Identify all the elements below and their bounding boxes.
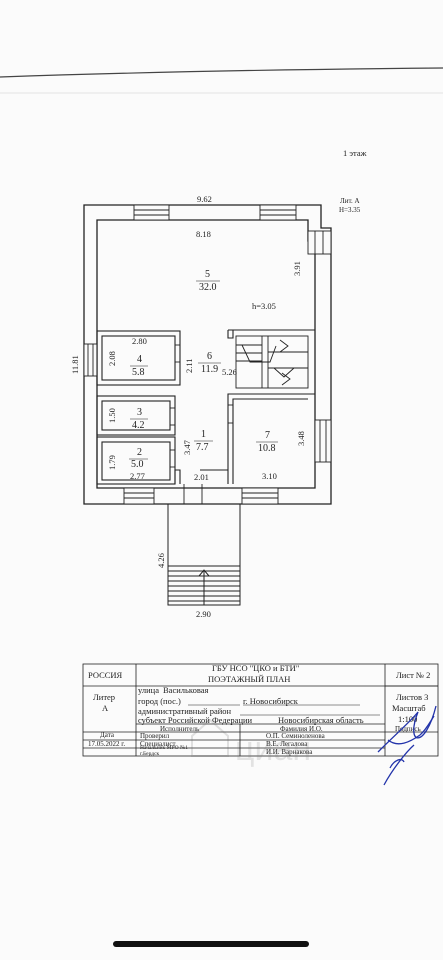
dimensions: 9.62 8.18 3.91 11.81 h=3.05 2.80 2.08 2.… bbox=[70, 194, 361, 619]
dim-top-outer: 9.62 bbox=[197, 194, 212, 204]
stamp-street-value: Васильковая bbox=[163, 685, 209, 695]
stamp-doc-type: ПОЭТАЖНЫЙ ПЛАН bbox=[208, 674, 290, 684]
stamp-role-head-1: Начальник МРО №1 bbox=[140, 745, 188, 751]
interior-walls bbox=[96, 329, 315, 485]
dim-room7-width: 3.10 bbox=[262, 471, 277, 481]
dim-right-upper: 3.91 bbox=[292, 261, 302, 276]
stamp-sheet: Лист № 2 bbox=[396, 670, 430, 680]
stamp-col-date: Дата bbox=[100, 731, 115, 739]
dim-room3-height: 1.50 bbox=[107, 408, 117, 423]
dim-corridor-length: 5.26 bbox=[222, 367, 237, 377]
stamp-col-name: Фамилия И.О. bbox=[280, 725, 323, 733]
stamp-head-name: И.И. Варнакова bbox=[266, 748, 313, 756]
dim-porch-width: 2.90 bbox=[196, 609, 211, 619]
dim-room2-width: 2.77 bbox=[130, 471, 145, 481]
room-5-number: 5 bbox=[205, 269, 210, 280]
room-4-number: 4 bbox=[137, 354, 142, 365]
room-7-number: 7 bbox=[265, 430, 270, 441]
room-5-area: 32.0 bbox=[199, 282, 217, 293]
stamp-role-checked: Проверил bbox=[140, 732, 170, 740]
stamp-sheets: Листов 3 bbox=[396, 692, 428, 702]
title-block-grid bbox=[82, 663, 439, 757]
watermark-logo-icon bbox=[191, 718, 229, 757]
dim-left-outer: 11.81 bbox=[70, 355, 80, 374]
dim-corridor-ceiling: h=3.05 bbox=[252, 301, 276, 311]
room-2-number: 2 bbox=[137, 447, 142, 458]
room-6-number: 6 bbox=[207, 351, 212, 362]
stamp-scale-label: Масштаб bbox=[392, 703, 426, 713]
stamp-col-sign: Подпись bbox=[395, 725, 421, 733]
dim-corridor-width: 2.11 bbox=[184, 358, 194, 373]
stamp-role-head-2: г.Бердск bbox=[140, 751, 160, 757]
room-1-area: 7.7 bbox=[196, 442, 209, 453]
home-indicator[interactable] bbox=[113, 941, 309, 947]
title-block: РОССИЯ ГБУ НСО "ЦКО и БТИ" ПОЭТАЖНЫЙ ПЛА… bbox=[88, 663, 430, 757]
stamp-city-value: г. Новосибирск bbox=[243, 696, 299, 706]
stamp-scale-value: 1:100 bbox=[398, 714, 417, 724]
dim-room1-width: 2.01 bbox=[194, 472, 209, 482]
dim-room7-height: 3.48 bbox=[296, 431, 306, 446]
stamp-specialist-name: В.Е. Легалова bbox=[266, 740, 308, 748]
floor-label: 1 этаж bbox=[343, 148, 367, 158]
staircase bbox=[235, 335, 309, 389]
stamp-subject-label: субъект Российской Федерации bbox=[138, 715, 253, 725]
stamp-date-value: 17.05.2022 г. bbox=[88, 740, 125, 748]
stamp-role-specialist: Специалист bbox=[140, 740, 176, 748]
watermark: циан bbox=[191, 718, 311, 768]
room-6-area: 11.9 bbox=[201, 364, 218, 375]
dim-room4-width: 2.80 bbox=[132, 336, 147, 346]
room-2-area: 5.0 bbox=[131, 459, 144, 470]
stamp-subject-value: Новосибирская область bbox=[278, 715, 364, 725]
doors bbox=[170, 344, 233, 504]
stamp-country: РОССИЯ bbox=[88, 670, 123, 680]
stamp-litera-value: А bbox=[102, 703, 109, 713]
signature bbox=[377, 705, 437, 786]
porch bbox=[167, 504, 241, 606]
dim-room1-height: 3.47 bbox=[182, 440, 192, 455]
dim-room2-height: 1.79 bbox=[107, 455, 117, 470]
litera-label: Лит. А bbox=[340, 197, 360, 205]
dim-porch-length: 4.26 bbox=[156, 553, 166, 568]
windows bbox=[83, 204, 332, 505]
stamp-litera-head: Литер bbox=[93, 692, 115, 702]
dim-top-inner: 8.18 bbox=[196, 229, 211, 239]
room-3-area: 4.2 bbox=[132, 420, 145, 431]
stamp-org: ГБУ НСО "ЦКО и БТИ" bbox=[212, 663, 299, 673]
stamp-district-label: административный район bbox=[138, 706, 232, 716]
room-7-area: 10.8 bbox=[258, 443, 276, 454]
height-label: H=3.35 bbox=[339, 206, 361, 214]
room-1-number: 1 bbox=[201, 429, 206, 440]
dim-room4-height: 2.08 bbox=[107, 351, 117, 366]
paper-top-edge bbox=[0, 67, 443, 78]
room-4-area: 5.8 bbox=[132, 367, 145, 378]
stamp-city-label: город (пос.) bbox=[138, 696, 181, 706]
watermark-text: циан bbox=[235, 730, 311, 768]
room-labels: 5 32.0 4 5.8 6 11.9 3 4.2 2 5.0 1 7.7 7 … bbox=[129, 269, 278, 470]
room-3-number: 3 bbox=[137, 407, 142, 418]
stamp-col-executor: Исполнитель bbox=[160, 725, 199, 733]
stamp-checked-name: О.П. Семиноленова bbox=[266, 732, 326, 740]
stamp-street-label: улица bbox=[138, 685, 159, 695]
